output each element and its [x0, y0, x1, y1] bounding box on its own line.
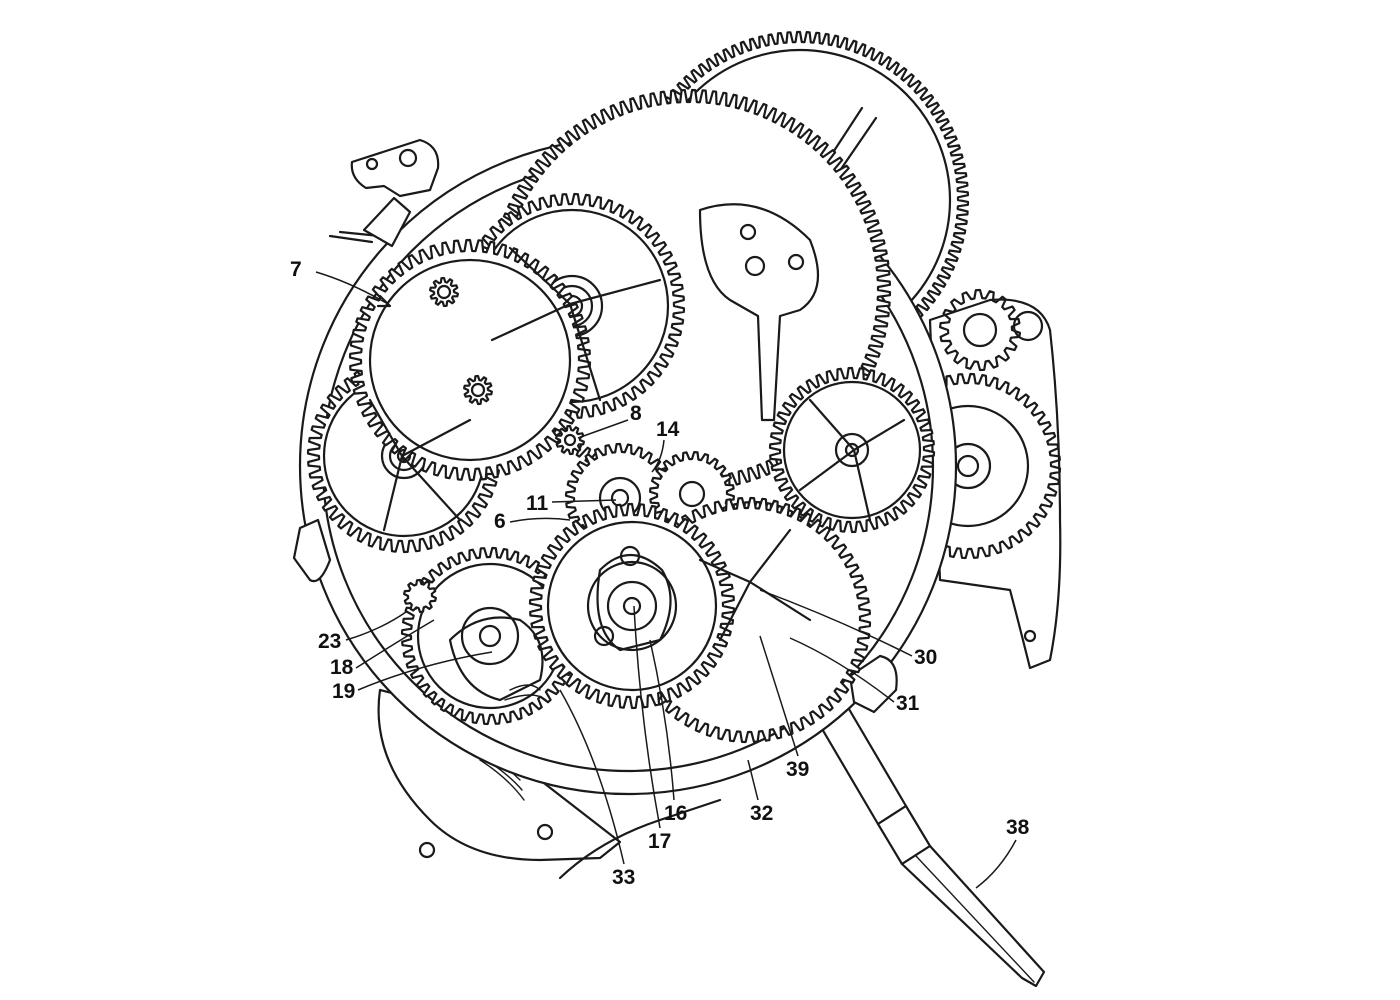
right-bridge — [928, 298, 1062, 670]
ref-label-19: 19 — [332, 680, 355, 703]
plate-lug-left — [292, 518, 332, 583]
ref-label-17: 17 — [648, 830, 671, 853]
ref-label-11: 11 — [526, 492, 549, 515]
lower-bridge-arm — [558, 798, 722, 880]
gear-train — [306, 88, 936, 744]
ref-label-32: 32 — [750, 802, 773, 825]
bridge-screw — [739, 223, 757, 241]
ref-39: 39 — [759, 635, 809, 781]
small-wheel-19 — [403, 578, 437, 614]
ref-label-8: 8 — [630, 402, 642, 425]
ref-16: 16 — [649, 639, 687, 825]
lower-bridge — [377, 688, 622, 862]
ref-label-38: 38 — [1006, 816, 1030, 839]
ref-18: 18 — [330, 619, 435, 679]
right-bridge-jewel — [1012, 310, 1044, 342]
lever-hole — [365, 157, 379, 171]
screw-head — [593, 625, 615, 647]
right-bridge-screw — [1023, 629, 1037, 643]
ref-30: 30 — [759, 589, 937, 669]
small-pinion-b — [463, 374, 493, 406]
center-wheel-16 — [528, 502, 736, 710]
gear-details — [368, 203, 906, 702]
ref-11: 11 — [526, 492, 617, 515]
balance-bridge — [448, 616, 544, 702]
ref-38: 38 — [975, 816, 1030, 889]
plate-lug-right — [848, 654, 898, 714]
center-bridge — [596, 554, 672, 652]
ref-label-31: 31 — [896, 692, 920, 715]
plate-lug-topleft — [362, 196, 412, 248]
right-wheel-spoke — [798, 398, 906, 522]
ref-33: 33 — [559, 689, 635, 889]
screw-head — [619, 545, 641, 567]
small-pinion-a — [429, 276, 459, 308]
right-intermediate-wheel — [768, 366, 936, 534]
click-lever — [350, 138, 440, 198]
ref-label-18: 18 — [330, 656, 354, 679]
ref-17: 17 — [633, 605, 671, 853]
bridge-screw — [787, 253, 805, 271]
ref-19: 19 — [332, 651, 493, 703]
ref-31: 31 — [789, 637, 920, 715]
ref-label-23: 23 — [318, 630, 341, 653]
right-small-wheel — [939, 288, 1021, 372]
hairspring — [504, 684, 547, 701]
ref-32: 32 — [747, 759, 773, 825]
ref-label-30: 30 — [914, 646, 937, 669]
ref-7: 7 — [290, 258, 392, 308]
lever-hole — [398, 148, 418, 168]
lower-wheel-spoke — [698, 528, 812, 642]
left-top-wheel — [348, 238, 592, 482]
bridge-screw — [744, 255, 766, 277]
ref-8: 8 — [577, 402, 642, 439]
ref-label-7: 7 — [290, 258, 302, 281]
pinion-8 — [555, 424, 585, 456]
winding-stem — [816, 702, 1046, 988]
ref-23: 23 — [318, 611, 407, 653]
left-wheel-spoke — [368, 398, 472, 532]
ref-label-16: 16 — [664, 802, 687, 825]
top-wheel-spoke — [490, 246, 662, 402]
ref-label-33: 33 — [612, 866, 635, 889]
ref-14: 14 — [651, 418, 680, 473]
upper-bridge — [698, 203, 820, 422]
ref-label-39: 39 — [786, 758, 809, 781]
ref-label-14: 14 — [656, 418, 680, 441]
reference-labels: 7 8 14 11 6 23 18 19 — [290, 258, 1030, 889]
lower-bridge-screw — [418, 841, 436, 859]
lower-bridge-screw — [536, 823, 554, 841]
ref-label-6: 6 — [494, 510, 506, 533]
ref-6: 6 — [494, 510, 571, 533]
